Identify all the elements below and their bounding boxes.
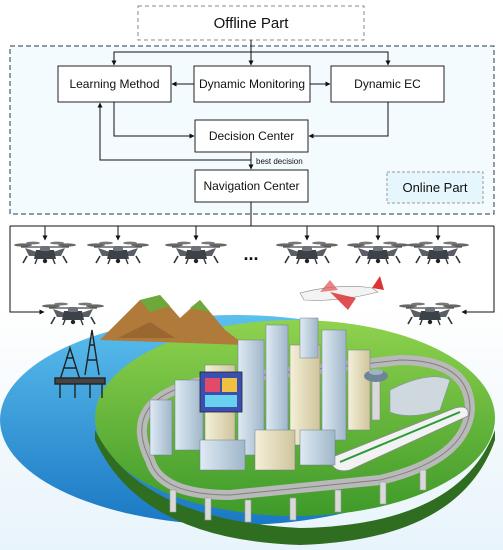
- edge-learning-to-decision: [113, 102, 195, 139]
- edge-feedback-to-learning: [97, 102, 251, 161]
- offline-part-box: [137, 5, 365, 41]
- edge-ec-to-decision: [308, 102, 389, 139]
- drone-3: [164, 240, 228, 265]
- decision-center-node: [194, 119, 309, 153]
- oil-rigs: [54, 329, 106, 398]
- connectors: [9, 40, 495, 315]
- edge-offline-to-ec: [251, 51, 391, 66]
- navigation-center-node: [194, 169, 309, 203]
- airplane: [299, 276, 384, 310]
- drone-4: [275, 240, 339, 265]
- drone-6: [406, 240, 470, 265]
- drone-5: [346, 240, 410, 265]
- dynamic-monitoring-node: [193, 65, 311, 103]
- online-part-box: [386, 171, 484, 204]
- control-tower: [364, 369, 388, 421]
- drone-2: [86, 240, 150, 265]
- edge-offline-to-learning: [111, 51, 251, 66]
- drone-1: [13, 240, 77, 265]
- dynamic-ec-node: [330, 65, 445, 103]
- learning-method-node: [57, 65, 172, 103]
- city-illustration: [0, 276, 503, 550]
- train: [329, 406, 469, 472]
